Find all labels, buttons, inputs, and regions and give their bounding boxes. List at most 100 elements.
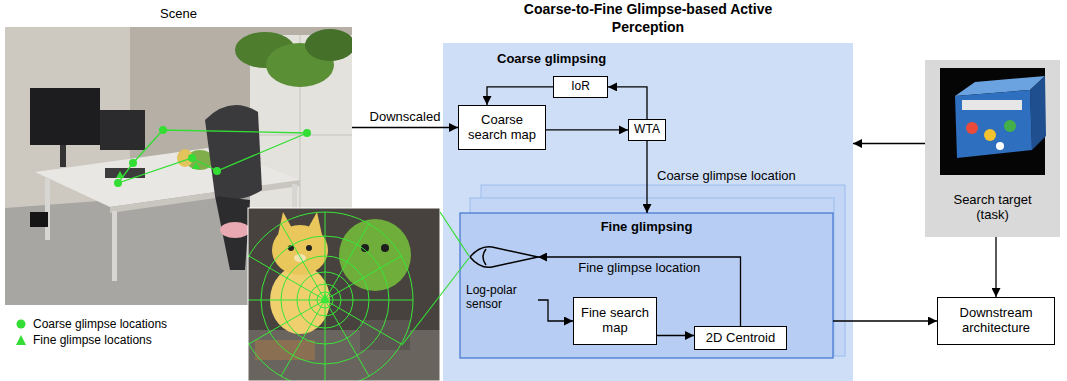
box-label: Coarse search map (464, 113, 540, 143)
node-outline (925, 60, 1060, 237)
box-label: Downstream architecture (943, 306, 1049, 336)
box-label: Log-polar sensor (466, 284, 528, 312)
node-outline (460, 213, 833, 358)
scene-photo (118, 130, 307, 183)
flow-arrow (538, 300, 573, 321)
target-image (940, 68, 1045, 175)
scene-photo (303, 129, 311, 137)
sensor-node: Log-polar sensor (466, 240, 538, 320)
flow-arrow (833, 320, 937, 321)
flow-arrow (352, 127, 458, 128)
scene-photo (129, 159, 137, 167)
flow-arrow (995, 237, 996, 297)
box-label: Fine search map (579, 306, 651, 336)
eye-icon (492, 247, 538, 257)
eye-icon (470, 257, 492, 267)
eye-icon (470, 247, 538, 268)
process-box: WTA (628, 119, 666, 141)
panel-heading: Scene (5, 6, 352, 21)
scene-photo (114, 179, 122, 187)
flow-arrow (608, 87, 647, 119)
scene-photo (118, 130, 307, 183)
zoomed-inset (248, 208, 440, 381)
zoomed-inset (248, 212, 413, 381)
legend-label: Coarse glimpse locations (33, 317, 167, 331)
zoomed-inset (281, 224, 369, 376)
target-image (984, 129, 996, 141)
edge-label: Fine glimpse location (578, 261, 700, 276)
panel-heading: Fine glimpsing (460, 219, 833, 234)
zoomed-inset (248, 300, 413, 301)
scene-photo (45, 178, 50, 240)
legend-row: Fine glimpse locations (14, 332, 167, 348)
legend-swatch (14, 334, 28, 346)
legend-swatch (14, 318, 28, 330)
scene-photo (205, 105, 262, 199)
leader-lines (402, 258, 469, 345)
box-label: Search target (task) (943, 193, 1043, 223)
eye-icon (483, 249, 486, 265)
method-panel: Coarse-to-Fine Glimpse-based Active Perc… (443, 43, 853, 381)
flow-arrow (657, 335, 694, 336)
panel-heading: Coarse glimpsing (497, 51, 606, 66)
target-image (940, 68, 1046, 175)
box-label: IoR (571, 80, 590, 94)
target-image (1004, 120, 1016, 132)
target-image (962, 100, 1022, 110)
legend-row: Coarse glimpse locations (14, 316, 167, 332)
edge-label: Downscaled (370, 110, 441, 125)
scene-photo (30, 212, 48, 227)
target-image (955, 90, 1032, 158)
process-box: IoR (553, 76, 608, 98)
panel-heading: Coarse-to-Fine Glimpse-based Active Perc… (518, 1, 778, 36)
process-box: Fine search map (573, 297, 657, 345)
node-outline (443, 43, 853, 381)
zoomed-inset (307, 212, 322, 235)
legend-swatch (16, 335, 26, 345)
scene-photo (305, 29, 352, 61)
eye-icon (492, 257, 538, 267)
target-image (996, 142, 1004, 150)
scene-photo (192, 162, 200, 169)
scene-photo (30, 88, 100, 145)
scene-photo (100, 110, 145, 150)
output-box: Downstream architecture (937, 297, 1055, 345)
zoomed-inset (249, 256, 401, 344)
scene-frame: Scene (5, 27, 352, 305)
leader-lines (440, 212, 469, 256)
zoomed-inset (248, 208, 440, 381)
scene-photo (116, 171, 124, 178)
target-image (966, 122, 978, 134)
zoomed-inset (320, 293, 330, 303)
panel-outlines (443, 43, 1060, 381)
stage-box: Fine glimpsingLog-polar sensorFine searc… (460, 213, 833, 358)
box-label: 2D Centroid (706, 331, 775, 346)
scene-photo (215, 196, 250, 270)
zoomed-inset (248, 212, 413, 381)
box-label: WTA (634, 123, 660, 137)
zoomed-inset (248, 208, 440, 381)
scene-photo (159, 126, 167, 134)
flow-arrow (487, 87, 553, 105)
leader-lines (402, 212, 469, 345)
legend-swatch (17, 320, 26, 329)
zoomed-inset (237, 208, 440, 381)
eye-icon (470, 247, 492, 257)
target-image (1030, 76, 1046, 150)
scene-photo (213, 167, 221, 175)
zoomed-inset (306, 245, 312, 251)
scene-photo (114, 126, 311, 187)
process-box: 2D Centroid (694, 326, 787, 350)
zoomed-inset (381, 244, 389, 252)
edge-label: Coarse glimpse location (657, 169, 796, 184)
target-card: Search target (task) (925, 60, 1060, 237)
scene-photo (112, 211, 117, 281)
flow-arrow (546, 129, 628, 130)
legend: Coarse glimpse locationsFine glimpse loc… (14, 316, 167, 348)
scene-photo (188, 154, 196, 162)
legend-label: Fine glimpse locations (33, 333, 152, 347)
flow-arrow (853, 143, 925, 144)
scene-photo (220, 222, 250, 238)
